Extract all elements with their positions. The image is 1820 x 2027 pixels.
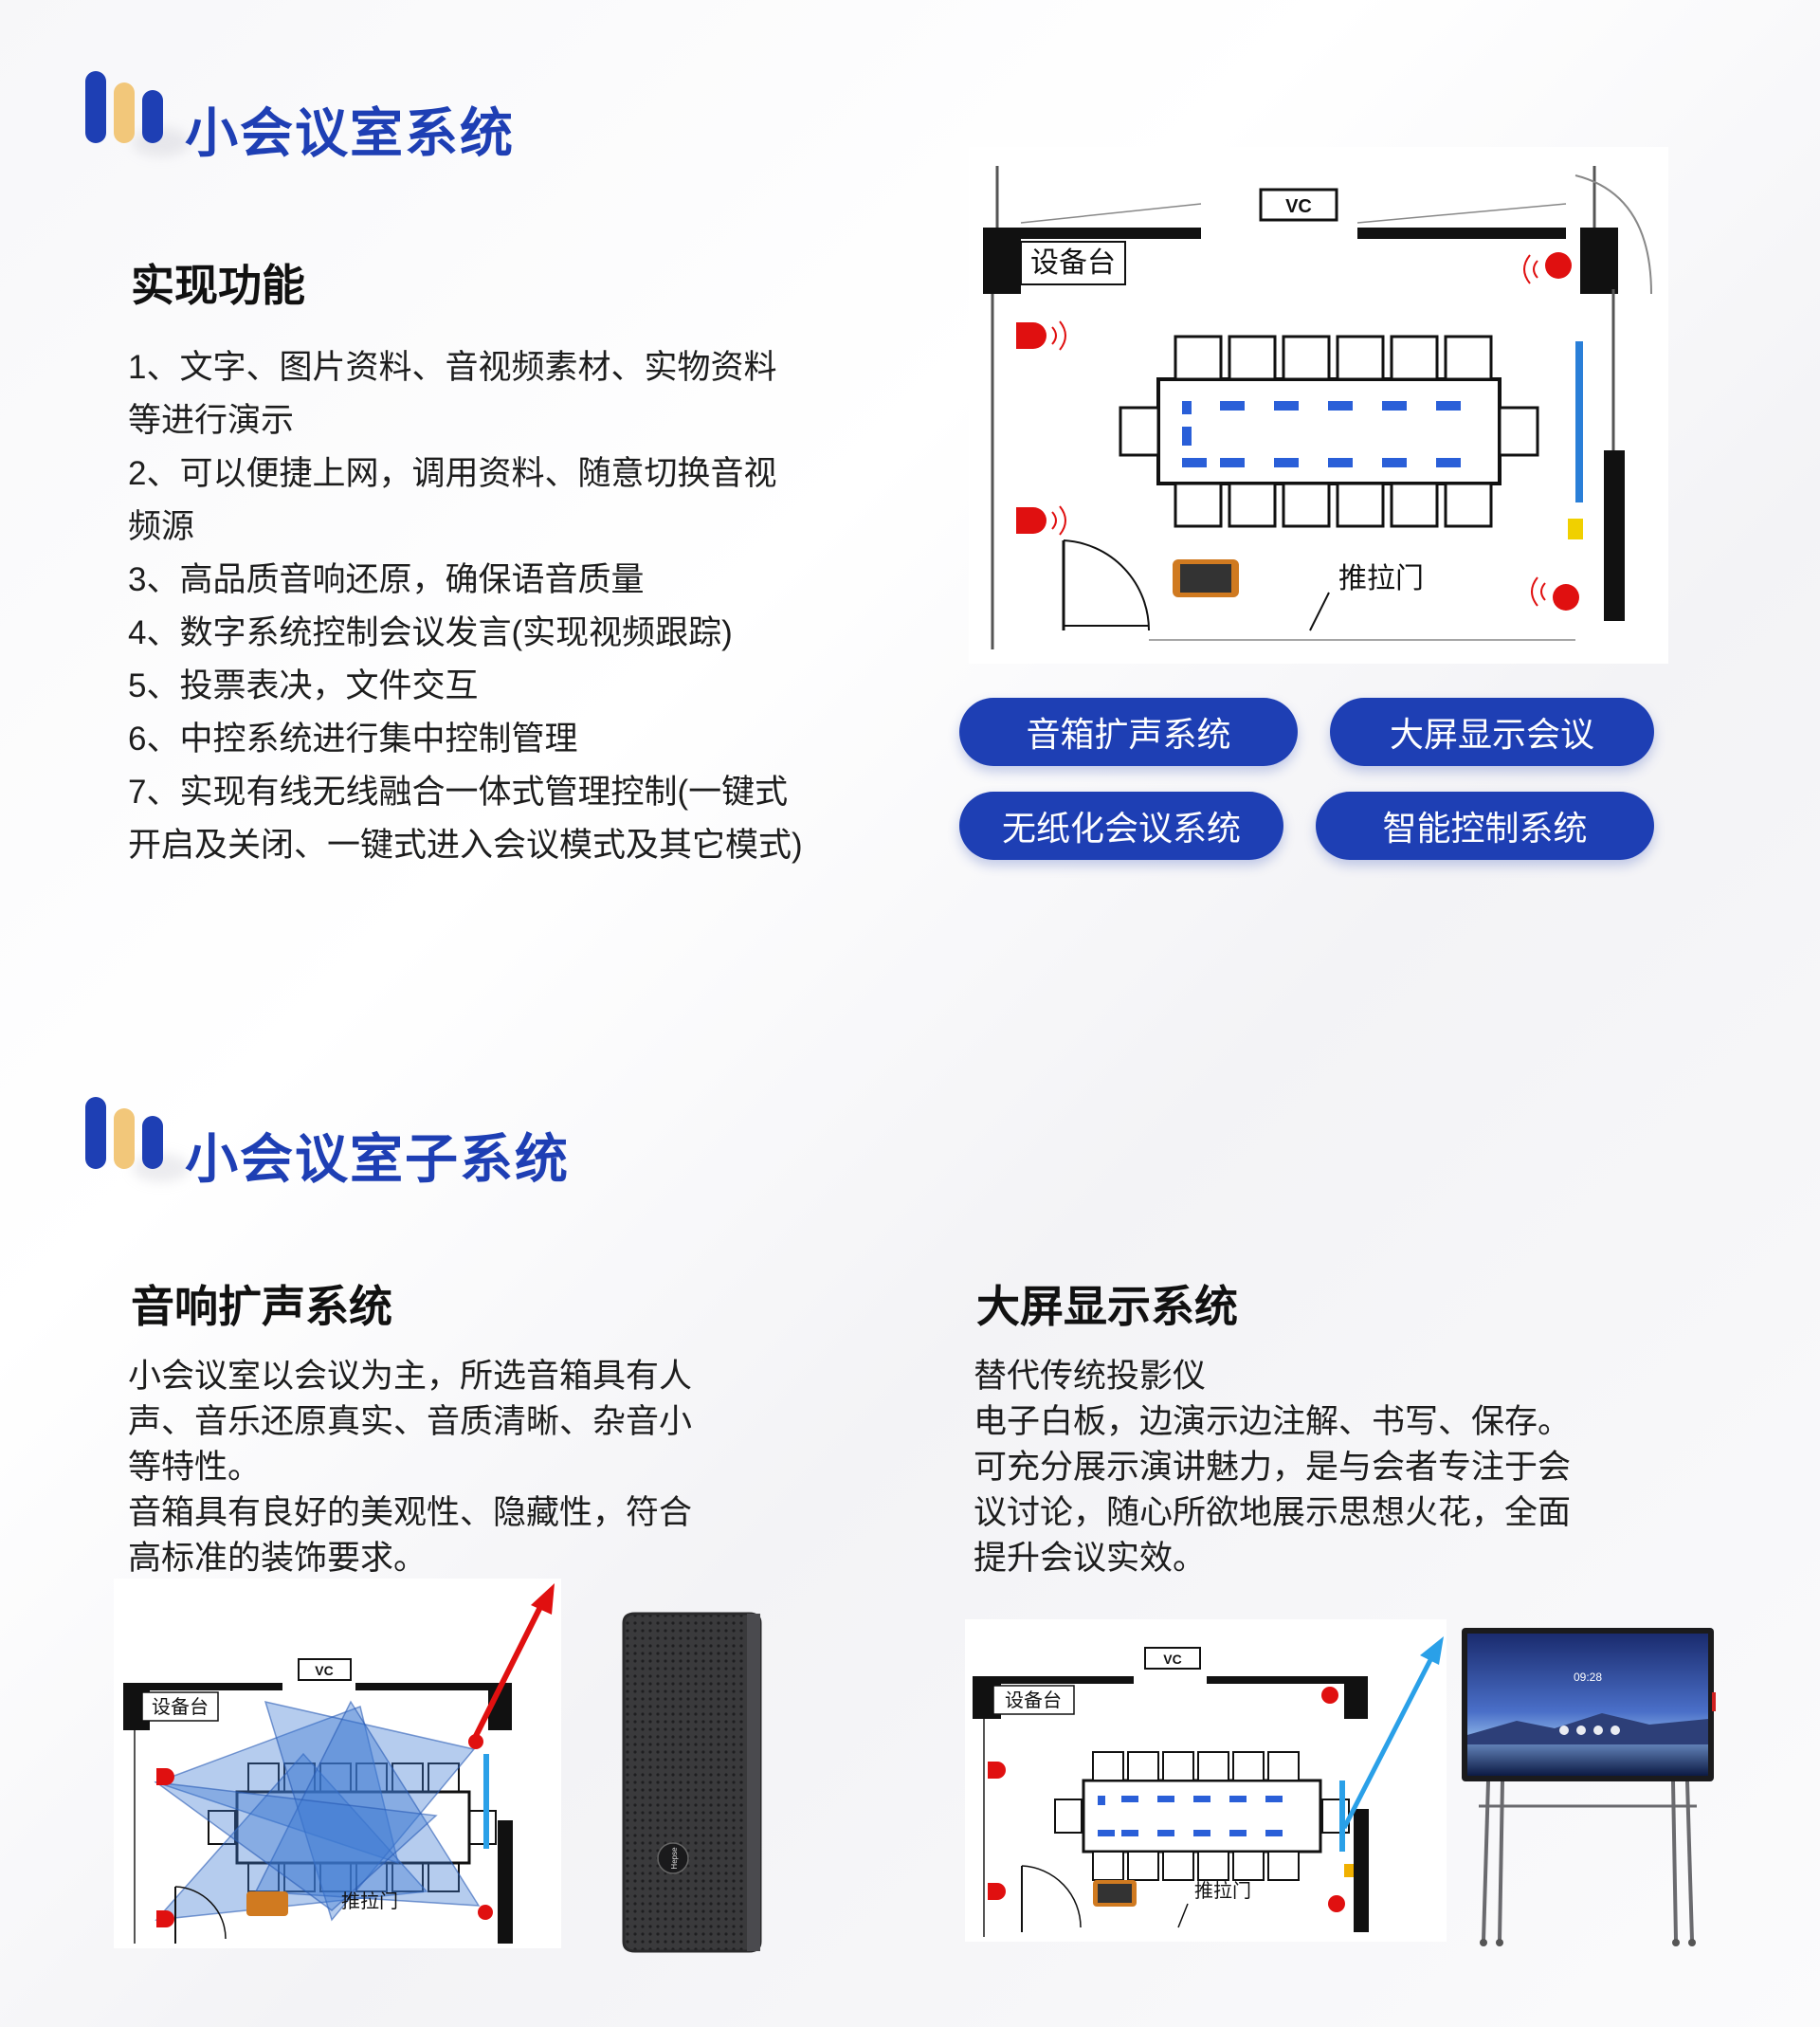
display-description: 替代传统投影仪 电子白板，边演示边注解、书写、保存。 可充分展示演讲魅力，是与会… [974, 1354, 1571, 1581]
audio-line: 等特性。 [128, 1449, 262, 1486]
audio-line: 高标准的装饰要求。 [128, 1540, 428, 1577]
section-logo-icon [85, 71, 190, 156]
audio-coverage-plan: VC 设备台 [114, 1579, 561, 1948]
feature-line: 频源 [128, 508, 195, 545]
sliding-door-label: 推拉门 [1194, 1879, 1251, 1902]
feature-line: 4、数字系统控制会议发言(实现视频跟踪) [128, 614, 733, 651]
display-line: 议讨论，随心所欲地展示思想火花，全面 [974, 1494, 1572, 1531]
audio-description: 小会议室以会议为主，所选音箱具有人 声、音乐还原真实、音质清晰、杂音小 等特性。… [128, 1354, 692, 1581]
display-line: 提升会议实效。 [974, 1540, 1207, 1577]
equipment-desk-label: 设备台 [152, 1695, 209, 1718]
audio-heading: 音响扩声系统 [131, 1282, 392, 1331]
audio-line: 声、音乐还原真实、音质清晰、杂音小 [128, 1403, 693, 1440]
sliding-door-label: 推拉门 [341, 1890, 398, 1912]
features-list: 1、文字、图片资料、音视频素材、实物资料 等进行演示 2、可以便捷上网，调用资料… [128, 341, 848, 872]
feature-line: 3、高品质音响还原，确保语音质量 [128, 561, 645, 598]
smart-control-button[interactable]: 智能控制系统 [1316, 792, 1654, 860]
paperless-system-button[interactable]: 无纸化会议系统 [959, 792, 1283, 860]
audio-system-button[interactable]: 音箱扩声系统 [959, 698, 1298, 766]
vc-label: VC [315, 1663, 333, 1678]
interactive-display-image: 09:28 [1460, 1626, 1716, 1948]
feature-line: 7、实现有线无线融合一体式管理控制(一键式 [128, 774, 789, 811]
display-line: 可充分展示演讲魅力，是与会者专注于会 [974, 1449, 1572, 1486]
sliding-door-label: 推拉门 [1338, 562, 1424, 595]
display-heading: 大屏显示系统 [976, 1282, 1238, 1331]
feature-line: 1、文字、图片资料、音视频素材、实物资料 [128, 349, 777, 386]
display-room-plan: VC 设备台 [965, 1619, 1447, 1942]
vc-label: VC [1285, 196, 1312, 217]
display-meeting-button[interactable]: 大屏显示会议 [1330, 698, 1654, 766]
feature-line: 2、可以便捷上网，调用资料、随意切换音视 [128, 455, 777, 492]
audio-line: 小会议室以会议为主，所选音箱具有人 [128, 1358, 693, 1395]
display-line: 电子白板，边演示边注解、书写、保存。 [974, 1403, 1572, 1440]
audio-line: 音箱具有良好的美观性、隐藏性，符合 [128, 1494, 693, 1531]
column-speaker-image: Hepse [616, 1612, 766, 1953]
feature-line: 5、投票表决，文件交互 [128, 667, 479, 704]
feature-line: 等进行演示 [128, 402, 295, 439]
speaker-brand: Hepse [670, 1847, 679, 1870]
section-title: 小会议室系统 [185, 103, 515, 163]
meeting-room-floor-plan: VC 设备台 [969, 147, 1668, 664]
vc-label: VC [1163, 1652, 1181, 1667]
equipment-desk-label: 设备台 [1005, 1689, 1062, 1711]
equipment-desk-label: 设备台 [1030, 247, 1116, 280]
section-title: 小会议室子系统 [185, 1129, 570, 1189]
feature-line: 6、中控系统进行集中控制管理 [128, 721, 578, 758]
display-line: 替代传统投影仪 [974, 1358, 1207, 1395]
features-heading: 实现功能 [131, 261, 305, 310]
screen-clock: 09:28 [1574, 1671, 1602, 1684]
section-logo-icon [85, 1097, 190, 1182]
feature-line: 开启及关闭、一键式进入会议模式及其它模式) [128, 827, 803, 864]
